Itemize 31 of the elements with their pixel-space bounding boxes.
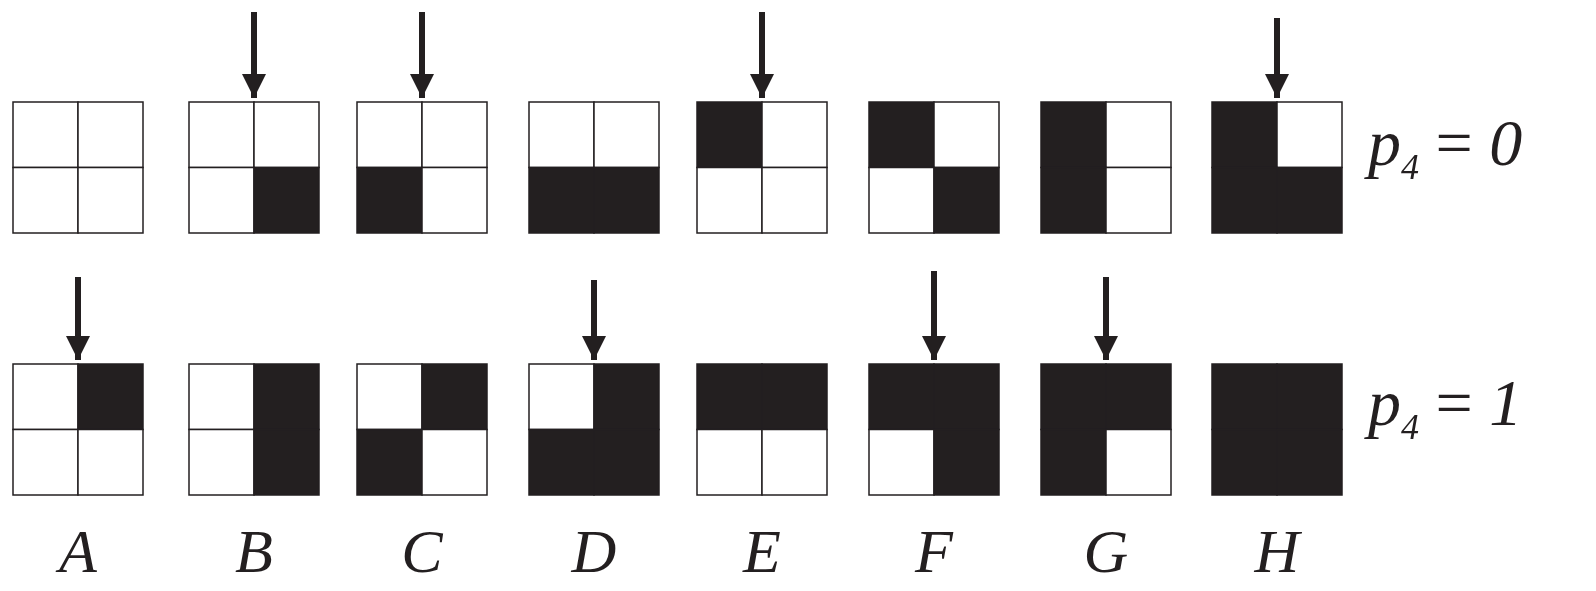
column-letter: G	[1083, 520, 1129, 582]
column-letter: B	[235, 520, 273, 582]
arrow	[410, 12, 434, 98]
column-letter: C	[401, 520, 443, 582]
arrow	[1265, 18, 1289, 98]
pixel-grid	[696, 101, 828, 234]
arrow	[922, 271, 946, 360]
pixel-grid	[356, 363, 488, 496]
column-letter: F	[915, 520, 953, 582]
pixel-grid	[528, 101, 660, 234]
pixel-grid	[868, 101, 1000, 234]
arrow	[1094, 277, 1118, 360]
pixel-grid	[1211, 363, 1343, 496]
pixel-grid	[1040, 101, 1172, 234]
column-letter: H	[1254, 520, 1300, 582]
arrow	[66, 277, 90, 360]
pixel-grid	[696, 363, 828, 496]
pixel-grid	[1211, 101, 1343, 234]
arrow	[750, 12, 774, 98]
arrow	[582, 280, 606, 360]
pixel-grid	[356, 101, 488, 234]
pixel-grid	[188, 363, 320, 496]
pixel-grid	[12, 363, 144, 496]
pixel-grid	[12, 101, 144, 234]
column-letter: E	[743, 520, 781, 582]
pixel-grid	[868, 363, 1000, 496]
column-letter: D	[571, 520, 617, 582]
pixel-grid	[1040, 363, 1172, 496]
pixel-grid	[528, 363, 660, 496]
pixel-grid	[188, 101, 320, 234]
arrow	[242, 12, 266, 98]
